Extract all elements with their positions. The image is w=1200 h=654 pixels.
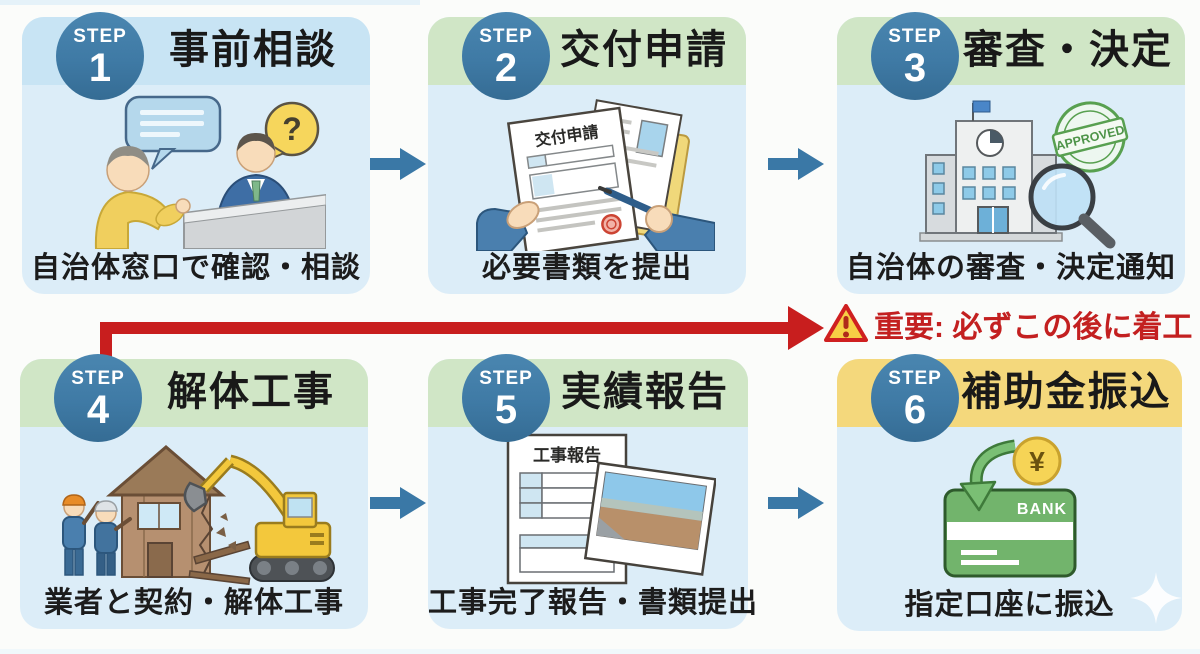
step-5-title: 実績報告 xyxy=(561,370,729,414)
step-6-number: 6 xyxy=(903,387,927,432)
decorative-top-strip xyxy=(0,0,420,5)
step-4-illustration xyxy=(20,433,368,585)
left-hand-icon xyxy=(476,200,540,251)
step-1-caption: 自治体窓口で確認・相談 xyxy=(30,252,361,284)
bank-card-icon: BANK xyxy=(943,488,1076,578)
step-card-6: STEP 6 補助金振込 BANK ¥ 指定 xyxy=(837,354,1182,631)
excavator-icon xyxy=(183,454,335,582)
step-card-5: STEP 5 実績報告 工事報告 xyxy=(428,354,759,629)
step-5-number: 5 xyxy=(494,387,518,432)
red-seal-stamp-icon xyxy=(601,213,622,234)
step-6-title: 補助金振込 xyxy=(961,370,1172,414)
svg-text:?: ? xyxy=(282,111,302,147)
yen-coin-icon: ¥ xyxy=(1012,436,1061,486)
step-2-badge: STEP 2 xyxy=(462,12,550,100)
magnifier-icon xyxy=(1028,163,1116,248)
decorative-bottom-strip xyxy=(0,649,1200,654)
report-and-photo-icon: 工事報告 xyxy=(506,433,716,585)
svg-text:¥: ¥ xyxy=(1029,446,1045,477)
step-5-badge-label: STEP xyxy=(479,367,533,389)
step-2-title: 交付申請 xyxy=(560,28,728,72)
house-icon xyxy=(105,445,251,585)
step-1-badge-label: STEP xyxy=(73,25,127,47)
site-photo-icon xyxy=(583,461,716,576)
step-4-badge-label: STEP xyxy=(71,367,125,389)
step-2-caption: 必要書類を提出 xyxy=(481,252,692,284)
step-1-number: 1 xyxy=(88,45,112,90)
visitor-person-icon xyxy=(94,145,191,249)
step-4-number: 4 xyxy=(86,387,110,432)
step-4-title: 解体工事 xyxy=(167,370,335,414)
warning-note: 重要: 必ずこの後に着工 xyxy=(824,302,1192,346)
application-form-icon: 交付申請 xyxy=(506,106,640,251)
warning-triangle-icon xyxy=(824,304,868,342)
flow-arrow-4-5-icon xyxy=(370,487,426,519)
approved-stamp-icon: APPROVED xyxy=(1051,101,1129,172)
bank-transfer-icon: BANK ¥ xyxy=(943,436,1076,578)
application-documents-icon: 交付申請 xyxy=(476,98,715,251)
step-2-illustration: 交付申請 xyxy=(428,91,746,251)
step-6-caption: 指定口座に振込 xyxy=(904,589,1115,621)
speech-bubble-icon xyxy=(124,95,222,170)
step-1-illustration: ? xyxy=(22,91,370,250)
step-6-badge: STEP 6 xyxy=(871,354,959,442)
step-3-title: 審査・決定 xyxy=(963,28,1173,72)
step-5-caption: 工事完了報告・書類提出 xyxy=(428,587,759,619)
svg-text:BANK: BANK xyxy=(1016,501,1066,518)
step-3-number: 3 xyxy=(903,45,927,90)
step-3-illustration: APPROVED xyxy=(837,91,1185,250)
flow-arrow-5-6-icon xyxy=(768,487,824,519)
step-card-4: STEP 4 解体工事 xyxy=(20,354,368,629)
demolition-scene-icon xyxy=(62,445,335,585)
step-6-badge-label: STEP xyxy=(888,367,942,389)
flow-arrow-2-3-icon xyxy=(768,148,824,180)
right-hand-pen-icon xyxy=(598,185,715,251)
step-card-3: STEP 3 審査・決定 xyxy=(837,12,1185,294)
svg-text:工事報告: 工事報告 xyxy=(533,445,601,465)
sparkle-icon xyxy=(1130,572,1182,624)
step-2-number: 2 xyxy=(494,45,518,90)
consultation-scene-icon: ? xyxy=(94,95,326,249)
review-scene-icon: APPROVED xyxy=(919,100,1129,248)
warning-text: 重要: 必ずこの後に着工 xyxy=(874,311,1193,344)
step-5-badge: STEP 5 xyxy=(462,354,550,442)
red-elbow-arrow-icon xyxy=(100,306,824,364)
flow-arrow-1-2-icon xyxy=(370,148,426,180)
step-card-2: STEP 2 交付申請 交付申請 xyxy=(428,12,746,294)
step-3-caption: 自治体の審査・決定通知 xyxy=(845,252,1176,284)
step-3-badge-label: STEP xyxy=(888,25,942,47)
step-3-badge: STEP 3 xyxy=(871,12,959,100)
step-4-badge: STEP 4 xyxy=(54,354,142,442)
step-card-1: STEP 1 事前相談 ? xyxy=(22,12,370,294)
workers-icon xyxy=(62,494,132,576)
step-1-badge: STEP 1 xyxy=(56,12,144,100)
transfer-arrow-icon xyxy=(959,439,1016,512)
step-6-illustration: BANK ¥ xyxy=(837,433,1182,587)
step-5-illustration: 工事報告 xyxy=(428,433,748,585)
step-1-title: 事前相談 xyxy=(169,28,337,72)
step-4-caption: 業者と契約・解体工事 xyxy=(43,587,344,619)
step-2-badge-label: STEP xyxy=(479,25,533,47)
